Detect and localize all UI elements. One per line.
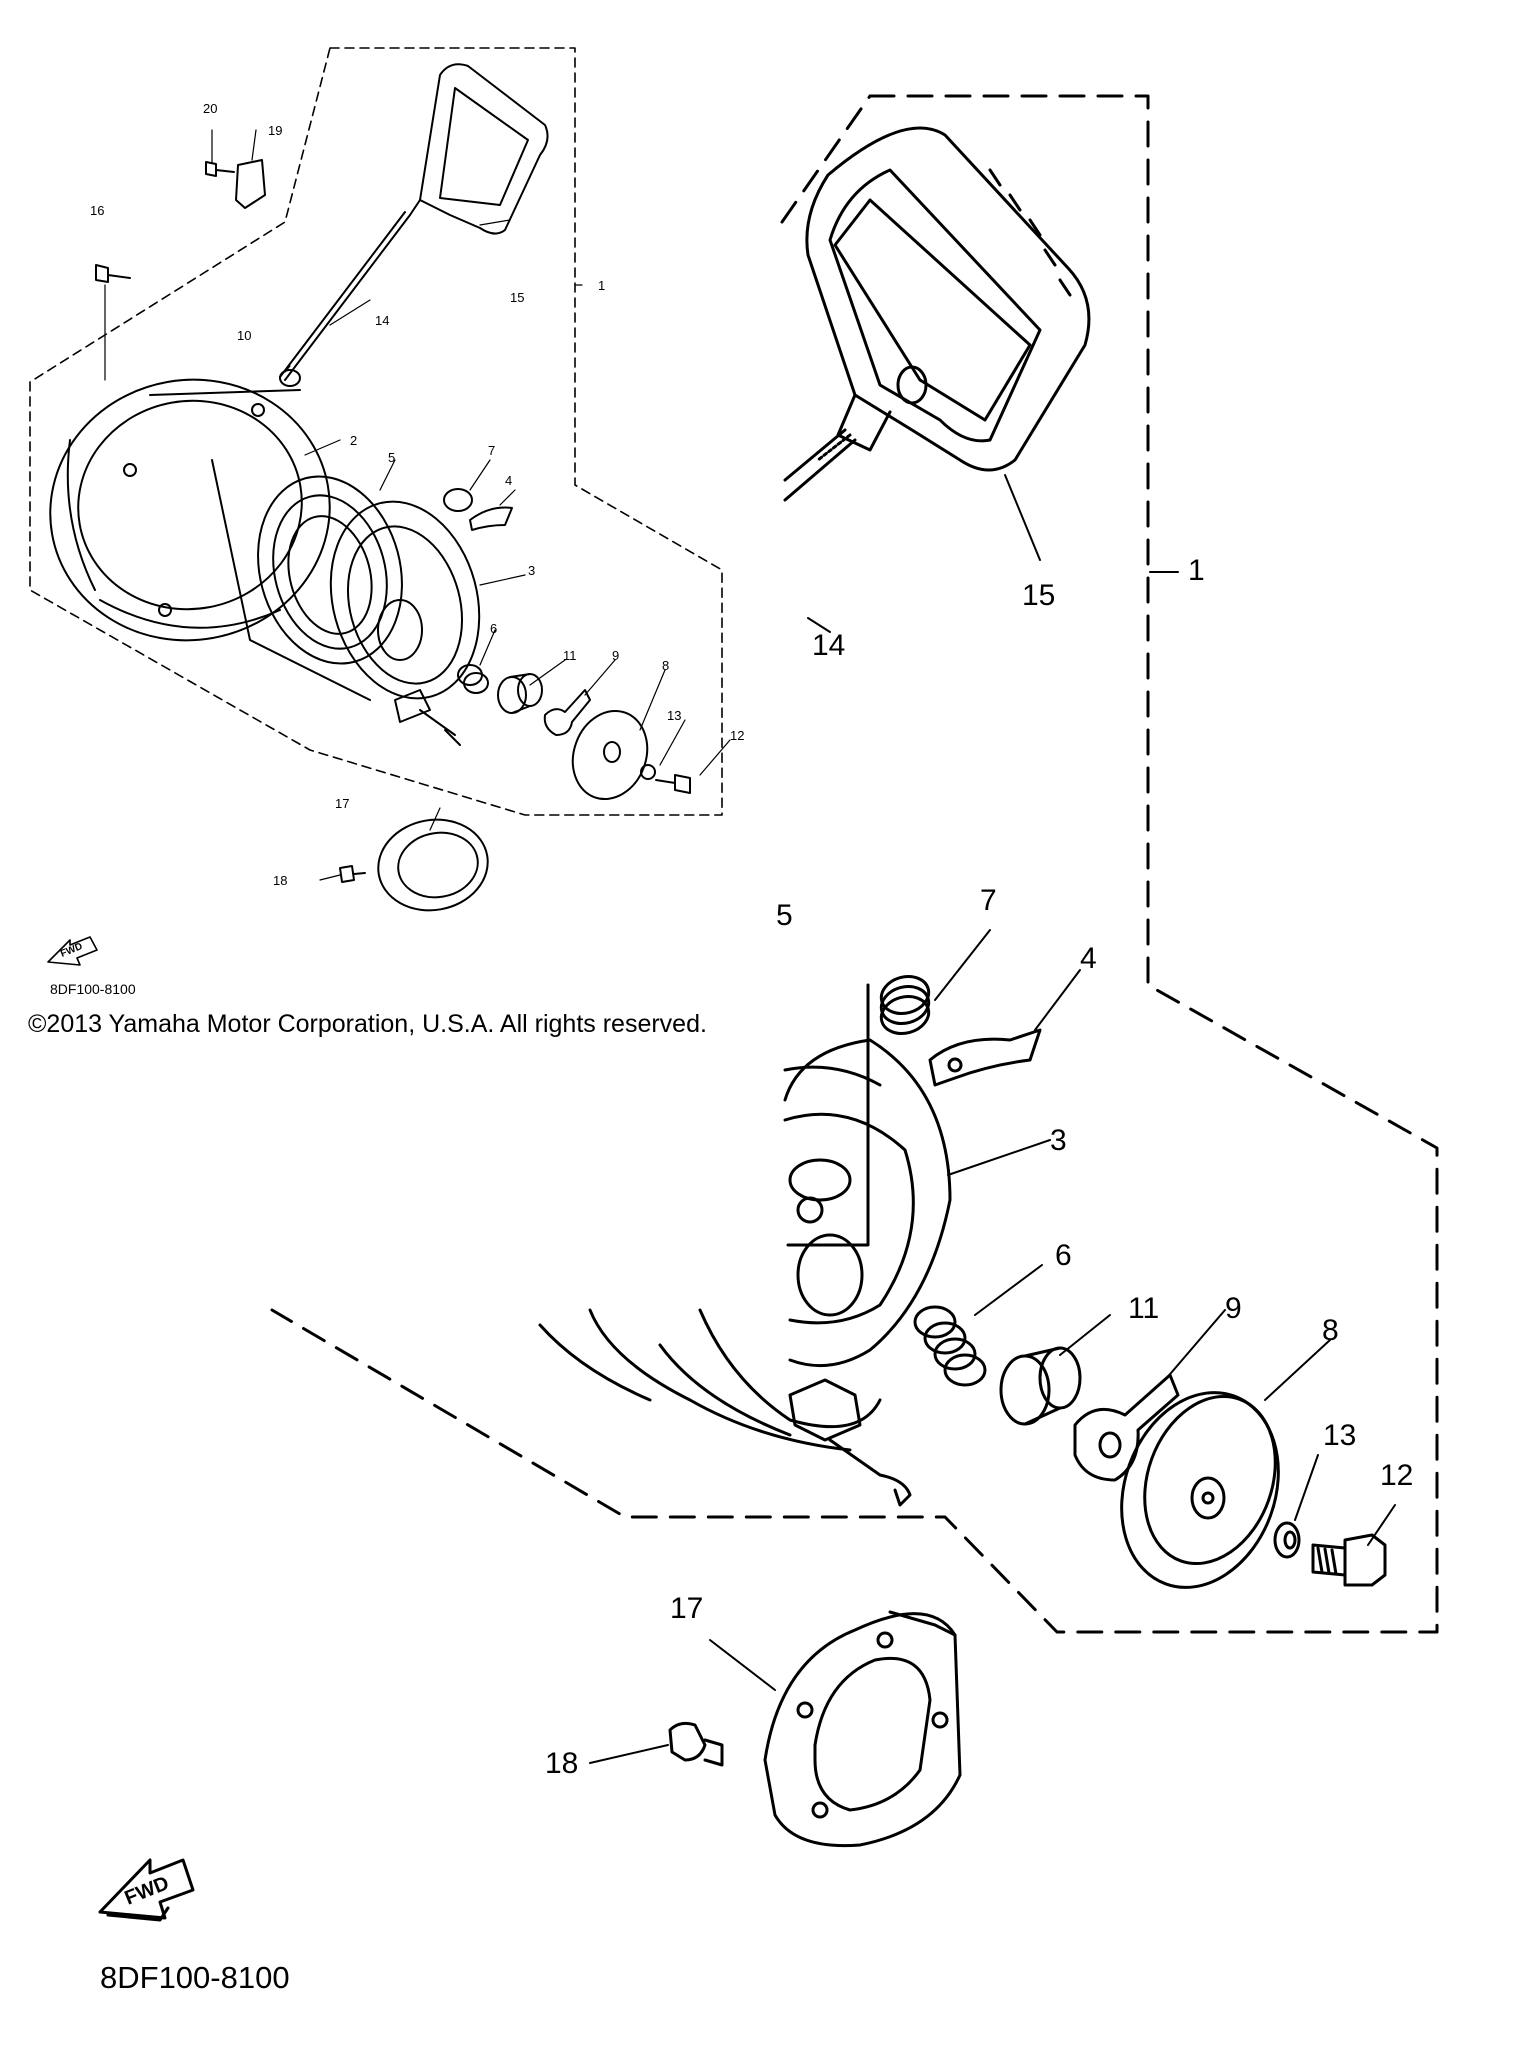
callout-zoom-18: 18 xyxy=(545,1747,578,1780)
friction-plate-8-zoom xyxy=(1120,1391,1280,1589)
screw-18-zoom xyxy=(668,1721,724,1767)
callout-zoom-8: 8 xyxy=(1322,1314,1339,1347)
callout-4: 4 xyxy=(505,473,512,488)
starter-handle-15-zoom xyxy=(805,126,1091,472)
washer-13-zoom xyxy=(1273,1521,1301,1559)
callout-zoom-1: 1 xyxy=(1188,554,1205,587)
callout-1: 1 xyxy=(598,278,605,293)
callout-zoom-14: 14 xyxy=(812,629,845,662)
callout-17: 17 xyxy=(335,796,349,811)
callout-zoom-13: 13 xyxy=(1323,1419,1356,1452)
collar-11-zoom xyxy=(999,1346,1082,1426)
bolt-12-part xyxy=(655,774,691,794)
bolt-16-part xyxy=(95,264,131,283)
callout-9: 9 xyxy=(612,648,619,663)
callout-10: 10 xyxy=(237,328,251,343)
callout-zoom-3: 3 xyxy=(1050,1124,1067,1157)
callout-5: 5 xyxy=(388,450,395,465)
starter-rope-14-zoom xyxy=(783,428,857,502)
diagram-code-large: 8DF100-8100 xyxy=(100,1960,290,1995)
screw-18-part xyxy=(339,865,366,883)
spring-7-zoom xyxy=(879,975,931,1035)
callout-18: 18 xyxy=(273,873,287,888)
assembly-boundary-zoom xyxy=(270,94,1439,1634)
collar-11-part xyxy=(497,673,543,714)
starter-case-part xyxy=(49,378,371,701)
compression-spring-6-zoom xyxy=(913,1305,987,1387)
callout-zoom-9: 9 xyxy=(1225,1292,1242,1325)
callout-15: 15 xyxy=(510,290,524,305)
sheave-drum-3-zoom xyxy=(538,1038,952,1507)
zoom-diagram xyxy=(270,94,1439,1848)
callout-zoom-7: 7 xyxy=(980,884,997,917)
fwd-label-large: FWD xyxy=(122,1872,172,1909)
callout-20: 20 xyxy=(203,101,217,116)
overview-diagram xyxy=(29,47,731,912)
callout-14: 14 xyxy=(375,313,389,328)
callout-11: 11 xyxy=(563,648,577,663)
callout-16: 16 xyxy=(90,203,104,218)
compression-spring-6-part xyxy=(457,664,489,694)
callout-3: 3 xyxy=(528,563,535,578)
sheave-drum-part xyxy=(329,500,481,746)
callout-13: 13 xyxy=(667,708,681,723)
callout-19: 19 xyxy=(268,123,282,138)
bolt-20-part xyxy=(205,161,235,177)
callout-zoom-4: 4 xyxy=(1080,942,1097,975)
ring-cover-17-part xyxy=(377,818,489,912)
bracket-19-part xyxy=(235,159,266,209)
callout-zoom-17: 17 xyxy=(670,1592,703,1625)
rope-stopper-10-part xyxy=(279,369,301,387)
callout-7: 7 xyxy=(488,443,495,458)
drive-plate-9-part xyxy=(543,689,591,736)
fwd-arrow-icon xyxy=(47,936,98,966)
pawl-4-zoom xyxy=(928,1028,1042,1087)
callout-zoom-12: 12 xyxy=(1380,1459,1413,1492)
assembly-boundary-overview xyxy=(29,47,723,816)
callout-zoom-6: 6 xyxy=(1055,1239,1072,1272)
drive-plate-9-zoom xyxy=(1073,1373,1180,1482)
diagram-code-small: 8DF100-8100 xyxy=(50,981,136,997)
copyright-text: ©2013 Yamaha Motor Corporation, U.S.A. A… xyxy=(28,1010,707,1038)
spring-7-part xyxy=(443,488,473,512)
callout-zoom-5: 5 xyxy=(776,899,793,932)
bolt-12-zoom xyxy=(1311,1533,1387,1587)
starter-rope-14-part xyxy=(279,211,411,381)
fwd-arrow-icon-large xyxy=(98,1858,195,1922)
washer-13-part xyxy=(640,764,656,780)
callout-8: 8 xyxy=(662,658,669,673)
pawl-4-part xyxy=(469,506,513,531)
callout-12: 12 xyxy=(730,728,744,743)
callout-zoom-11: 11 xyxy=(1128,1292,1159,1325)
callout-2: 2 xyxy=(350,433,357,448)
callout-6: 6 xyxy=(490,621,497,636)
callout-zoom-15: 15 xyxy=(1022,579,1055,612)
ring-cover-17-zoom xyxy=(763,1610,962,1848)
starter-handle-15-part xyxy=(409,63,549,235)
